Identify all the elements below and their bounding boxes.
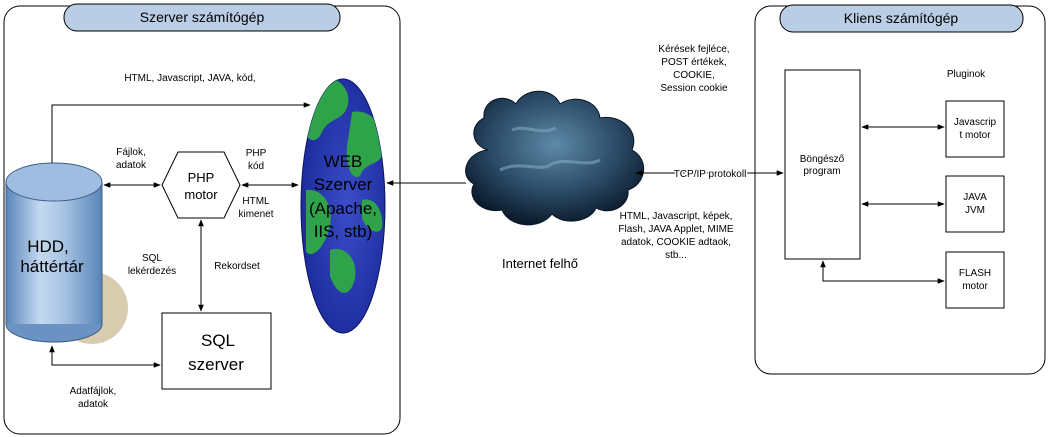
label-recordset: Rekordset bbox=[214, 261, 260, 272]
label-response-2: Flash, JAVA Applet, MIME bbox=[618, 224, 734, 235]
php-label-1: PHP bbox=[188, 170, 215, 185]
hdd-cylinder: HDD, háttértár bbox=[5, 162, 128, 344]
web-label-1: WEB bbox=[324, 152, 363, 171]
arrow-hdd-sql bbox=[49, 345, 161, 368]
sql-server: SQL szerver bbox=[161, 312, 272, 390]
sql-label-1: SQL bbox=[201, 331, 235, 350]
sql-label-2: szerver bbox=[188, 355, 244, 374]
browser-program: Böngésző program bbox=[784, 69, 861, 260]
label-files-2: adatok bbox=[116, 160, 147, 171]
arrow-hdd-to-web bbox=[51, 102, 311, 163]
java-plugin: JAVA JVM bbox=[945, 175, 1005, 233]
label-php-code-1: PHP bbox=[246, 148, 267, 159]
web-label-2: Szerver bbox=[314, 175, 373, 194]
label-html-output-2: kimenet bbox=[238, 209, 273, 220]
web-label-3: (Apache, bbox=[309, 199, 377, 218]
client-title: Kliens számítógép bbox=[844, 10, 959, 26]
internet-cloud bbox=[465, 90, 644, 226]
connectors bbox=[49, 102, 945, 368]
arrow-browser-flash bbox=[820, 260, 945, 284]
label-response-3: adatok, COOKIE adtaok, bbox=[621, 237, 731, 248]
label-response-4: stb... bbox=[665, 250, 687, 261]
label-files-1: Fájlok, bbox=[116, 147, 145, 158]
label-sql-query-1: SQL bbox=[142, 253, 162, 264]
javascript-plugin: Javascrip t motor bbox=[945, 100, 1005, 158]
server-title-pill bbox=[63, 3, 341, 32]
server-title: Szerver számítógép bbox=[140, 9, 265, 25]
client-title-pill bbox=[779, 4, 1024, 33]
label-datafiles-1: Adatfájlok, bbox=[70, 386, 117, 397]
plugins-title: Pluginok bbox=[947, 69, 986, 80]
hdd-label-1: HDD, bbox=[27, 237, 69, 256]
label-html-output-1: HTML bbox=[242, 196, 270, 207]
label-datafiles-2: adatok bbox=[78, 399, 109, 410]
javascript-plugin-label-2: t motor bbox=[959, 130, 991, 141]
label-requests-2: POST értékek, bbox=[661, 57, 726, 68]
flash-plugin: FLASH motor bbox=[945, 251, 1005, 309]
php-label-2: motor bbox=[184, 187, 218, 202]
browser-label-1: Böngésző bbox=[800, 154, 845, 165]
label-tcpip: TCP/IP protokoll bbox=[674, 169, 747, 180]
web-server-globe: WEB Szerver (Apache, IIS, stb) bbox=[300, 78, 386, 334]
hdd-label-2: háttértár bbox=[20, 257, 84, 276]
label-top-code: HTML, Javascript, JAVA, kód, bbox=[124, 73, 255, 84]
edge-labels: HTML, Javascript, JAVA, kód, Fájlok, ada… bbox=[70, 44, 748, 410]
flash-plugin-label-2: motor bbox=[962, 281, 988, 292]
internet-label: Internet felhő bbox=[502, 256, 578, 271]
label-response-1: HTML, Javascript, képek, bbox=[620, 211, 733, 222]
label-requests-3: COOKIE, bbox=[673, 70, 715, 81]
java-plugin-label-2: JVM bbox=[965, 205, 985, 216]
java-plugin-label-1: JAVA bbox=[963, 192, 987, 203]
php-motor: PHP motor bbox=[161, 151, 241, 219]
label-sql-query-2: lekérdezés bbox=[128, 266, 176, 277]
flash-plugin-label-1: FLASH bbox=[959, 268, 991, 279]
label-requests-1: Kérések fejléce, bbox=[658, 44, 729, 55]
browser-label-2: program bbox=[803, 166, 840, 177]
javascript-plugin-label-1: Javascrip bbox=[954, 117, 997, 128]
label-requests-4: Session cookie bbox=[660, 83, 728, 94]
web-label-4: IIS, stb) bbox=[314, 222, 373, 241]
label-php-code-2: kód bbox=[248, 161, 264, 172]
